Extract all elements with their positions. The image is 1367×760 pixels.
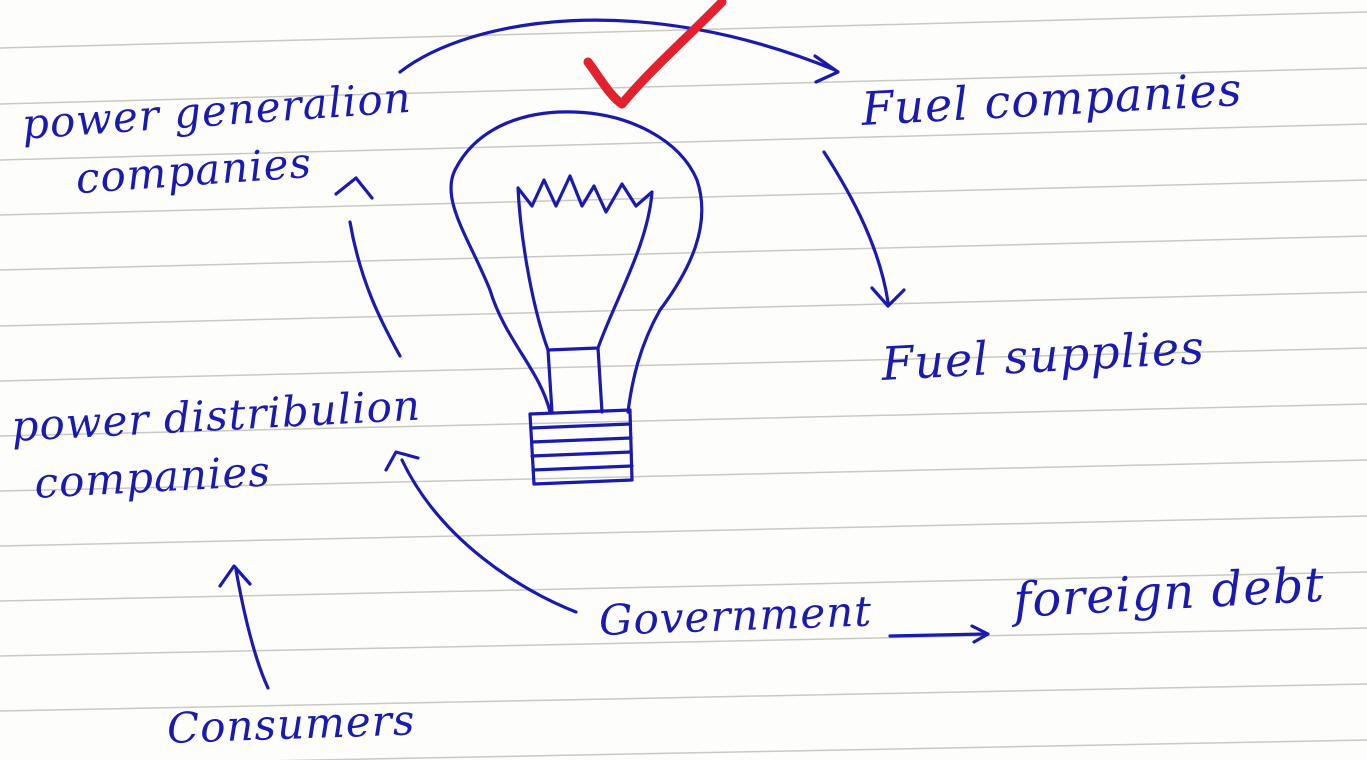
arrow-consumers-to-distribution [218,564,270,690]
bulb-filament [516,174,654,352]
arrow-fuel-companies-to-supplies [822,150,906,308]
bulb-thread-4 [531,464,634,472]
bulb-neck-right [596,346,604,414]
bulb-base [528,408,634,486]
government-label: Government [598,586,873,645]
arrow-government-to-distribution [384,450,578,614]
light-bulb-icon [449,110,704,486]
bulb-thread-3 [530,450,633,458]
consumers-label: Consumers [166,695,417,753]
bulb-glass [449,110,704,414]
arrow-distribution-to-generation [334,176,402,358]
arrow-government-to-foreign-debt [888,624,990,644]
bulb-neck-left [546,348,554,414]
arrow-generation-to-fuel-companies [398,18,840,84]
checkmark-icon [583,0,727,109]
power-distribution-companies-label: power distribulion companies [10,377,425,514]
bulb-thread-1 [529,422,632,430]
bulb-thread-2 [530,436,633,444]
